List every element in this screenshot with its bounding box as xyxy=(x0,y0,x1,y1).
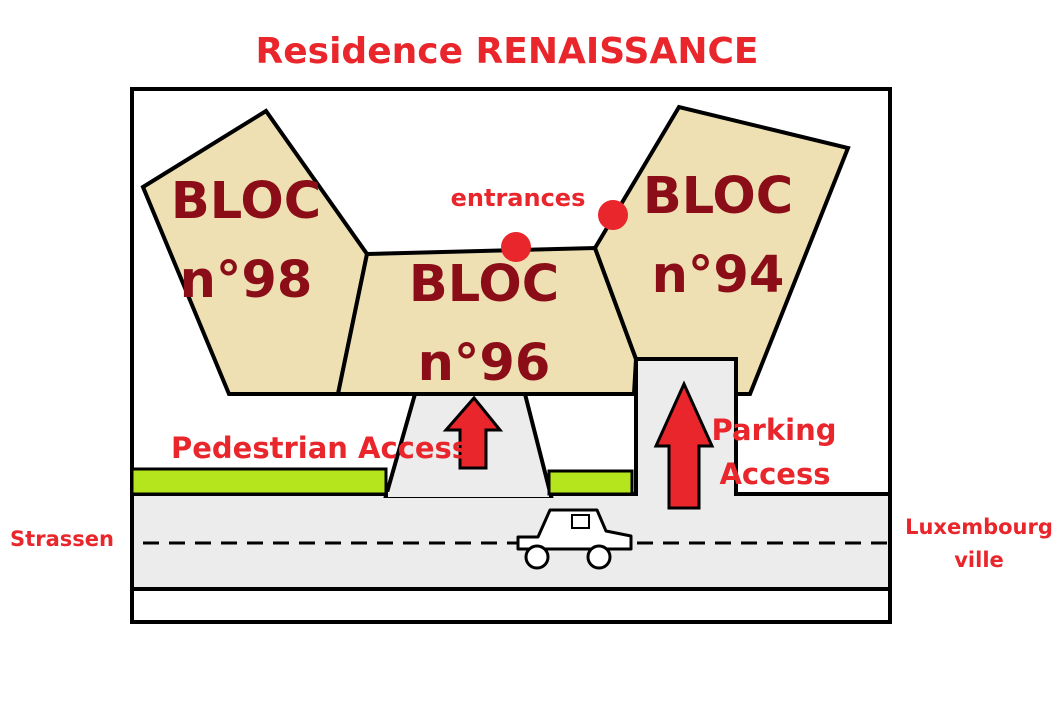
bloc-94-label-line1: BLOC xyxy=(643,167,793,226)
bloc-98-label-line2: n°98 xyxy=(180,251,313,310)
bloc-96-label-line2: n°96 xyxy=(418,334,551,393)
bloc-96-label-line1: BLOC xyxy=(409,255,559,314)
bloc-94-building xyxy=(592,104,851,396)
entrances-label: entrances xyxy=(451,184,586,212)
luxembourg-label-line1: Luxembourg xyxy=(905,515,1053,539)
parking-access-arrow xyxy=(653,380,715,510)
grass-strip-left xyxy=(130,467,388,496)
pedestrian-access-arrow xyxy=(442,395,504,470)
road-seam-cover xyxy=(388,492,549,497)
strassen-label: Strassen xyxy=(10,527,114,551)
bloc-96-building xyxy=(335,245,639,396)
diagram-title: Residence RENAISSANCE xyxy=(256,31,759,72)
parking-access-label-line1: Parking xyxy=(712,413,837,447)
pedestrian-access-label: Pedestrian Access xyxy=(171,431,469,465)
entrance-marker-bloc-94 xyxy=(598,200,628,230)
bloc-98-label-line1: BLOC xyxy=(171,172,321,231)
luxembourg-label-line2: ville xyxy=(954,548,1004,572)
grass-strip-right xyxy=(547,469,634,496)
bloc-94-label-line2: n°94 xyxy=(652,246,785,305)
parking-access-label-line2: Access xyxy=(719,457,830,491)
car-icon xyxy=(516,508,633,570)
entrance-marker-bloc-96 xyxy=(501,232,531,262)
